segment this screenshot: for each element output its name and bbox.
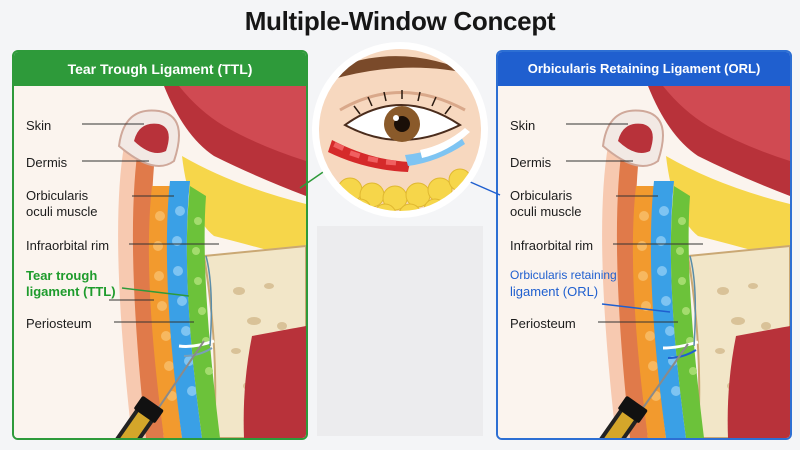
orl-label-periosteum: Periosteum bbox=[510, 316, 576, 331]
ttl-label-dermis: Dermis bbox=[26, 155, 68, 170]
orl-label-infraorbital-rim: Infraorbital rim bbox=[510, 238, 594, 253]
eye-closeup-illustration bbox=[312, 42, 488, 218]
orl-label-orbicularis-1: Orbicularis bbox=[510, 188, 573, 203]
orl-panel: Orbicularis Retaining Ligament (ORL) bbox=[496, 50, 792, 440]
ttl-label-orbicularis-2: oculi muscle bbox=[26, 204, 98, 219]
orl-label-dermis: Dermis bbox=[510, 155, 552, 170]
ttl-label-orbicularis-1: Orbicularis bbox=[26, 188, 89, 203]
ttl-label-ligament-2: ligament (TTL) bbox=[26, 284, 116, 299]
center-background bbox=[317, 226, 483, 436]
ttl-label-skin: Skin bbox=[26, 118, 52, 133]
ttl-label-ligament-1: Tear trough bbox=[26, 268, 98, 283]
page-title: Multiple-Window Concept bbox=[244, 6, 556, 36]
orl-label-orbicularis-2: oculi muscle bbox=[510, 204, 582, 219]
orl-label-ligament-1: Orbicularis retaining bbox=[510, 268, 617, 282]
orl-anatomy-illustration bbox=[498, 86, 790, 438]
ttl-anatomy-illustration bbox=[14, 86, 306, 438]
ttl-label-periosteum: Periosteum bbox=[26, 316, 92, 331]
orl-panel-header: Orbicularis Retaining Ligament (ORL) bbox=[498, 52, 790, 86]
ttl-panel: Tear Trough Ligament (TTL) bbox=[12, 50, 308, 440]
orl-label-ligament-2: ligament (ORL) bbox=[510, 284, 599, 299]
ttl-panel-header: Tear Trough Ligament (TTL) bbox=[14, 52, 306, 86]
orl-label-skin: Skin bbox=[510, 118, 536, 133]
ttl-label-infraorbital-rim: Infraorbital rim bbox=[26, 238, 110, 253]
